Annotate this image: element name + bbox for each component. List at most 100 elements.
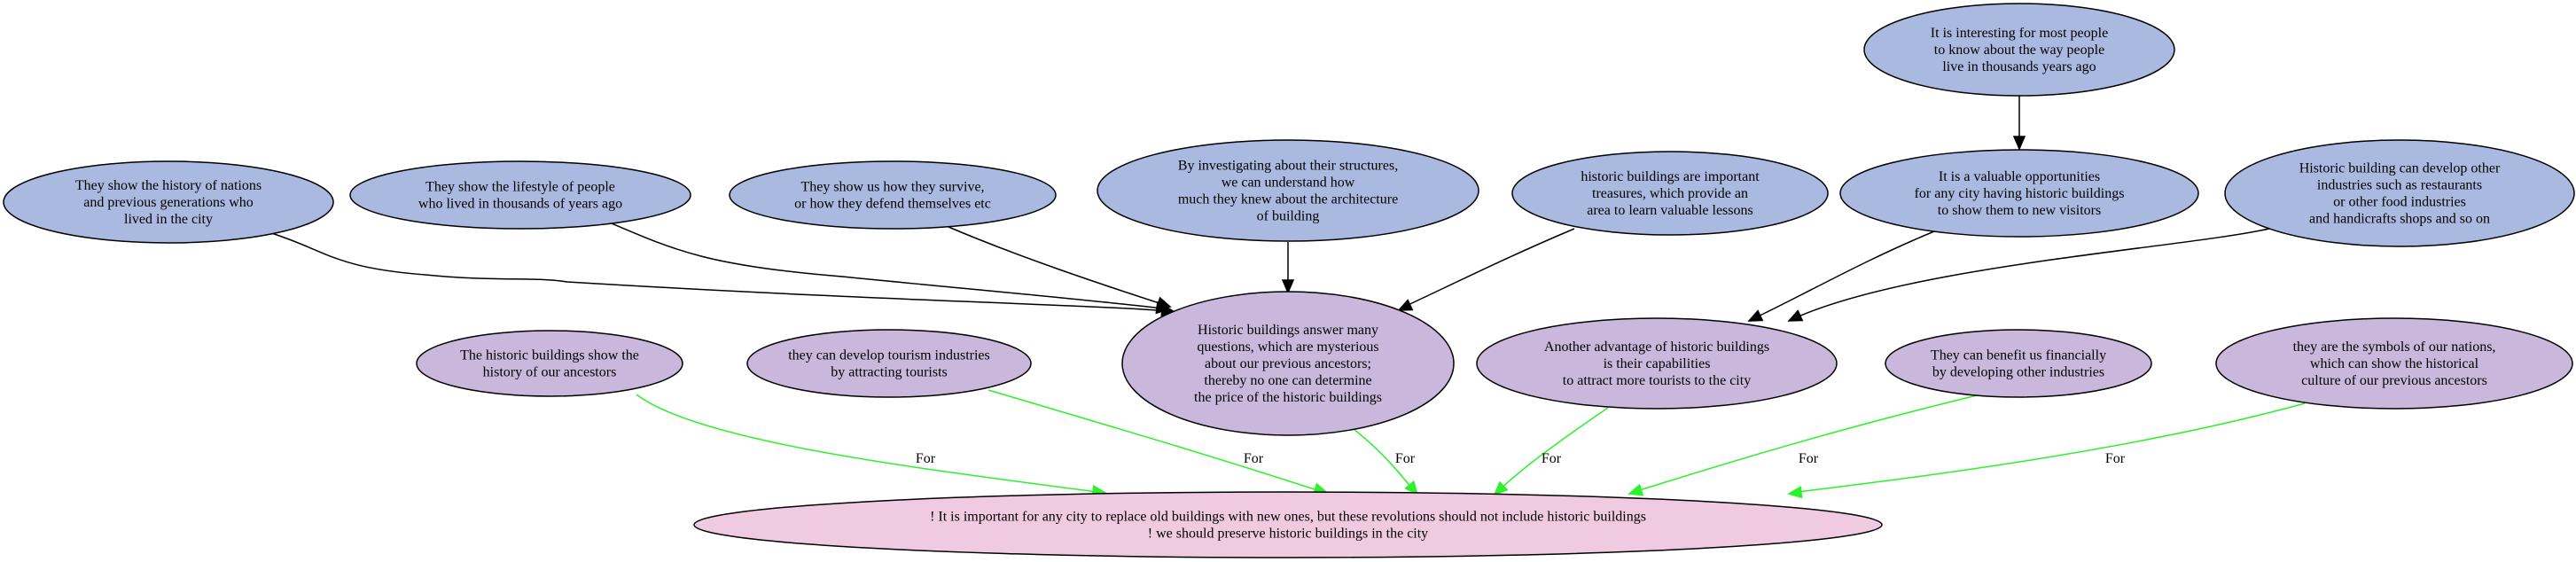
node-text-line: live in thousands years ago: [1942, 59, 2096, 74]
premise-node-shape: [3, 160, 334, 244]
argument-node-shape: [1121, 291, 1455, 436]
for-edge-benefit_financially-to-main_claim: For: [1628, 394, 1978, 496]
argument-node-shape: [2215, 317, 2573, 410]
support-edge-survive_defend-to-answer_questions: [948, 226, 1172, 309]
for-edge-symbols-to-main_claim: For: [1787, 402, 2306, 499]
node-text-line: ! It is important for any city to replac…: [930, 510, 1646, 525]
edge-line: [268, 231, 1175, 313]
node-text-line: culture of our previous ancestors: [2301, 373, 2487, 388]
node-text-line: treasures, which provide an: [1592, 186, 1748, 201]
node-text-line: by attracting tourists: [831, 365, 948, 380]
edge-label: For: [2105, 451, 2126, 466]
node-text-line: they are the symbols of our nations,: [2293, 340, 2496, 355]
for-edge-attract_tourists-to-main_claim: For: [1493, 407, 1609, 496]
node-text-line: They can benefit us financially: [1931, 348, 2106, 363]
node-text-line: thereby no one can determine: [1204, 373, 1371, 388]
edge-arrowhead: [1787, 309, 1804, 322]
support-edge-other_industries-to-attract_tourists: [1787, 228, 2270, 322]
node-text-line: area to learn valuable lessons: [1587, 203, 1752, 218]
edge-label: For: [1395, 451, 1416, 466]
node-text-line: Another advantage of historic buildings: [1544, 340, 1769, 355]
argument-node-shape: [1885, 329, 2152, 398]
nodes-layer: They show the history of nations and prev…: [3, 3, 2575, 558]
edge-arrowhead: [1628, 483, 1644, 496]
edge-line: [1630, 394, 1978, 494]
argument-node-shape: [746, 329, 1032, 398]
argument-node-shape: [1476, 317, 1838, 410]
node-text-line: who lived in thousands of years ago: [418, 197, 622, 212]
edge-arrowhead: [1281, 279, 1295, 294]
node-text-line: by developing other industries: [1932, 365, 2104, 380]
edge-arrowhead: [1747, 309, 1764, 322]
premise-node-shape: [1863, 3, 2175, 97]
premise-node-shape: [2224, 139, 2575, 247]
node-text-line: questions, which are mysterious: [1197, 340, 1378, 355]
edge-line: [1495, 407, 1609, 494]
edge-arrowhead: [1404, 480, 1419, 496]
node-text-line: ! we should preserve historic buildings …: [1148, 527, 1428, 542]
node-text-line: to show them to new visitors: [1938, 203, 2101, 218]
node-text-line: The historic buildings show the: [460, 348, 639, 363]
edge-line: [1750, 230, 1935, 321]
node-text-line: It is interesting for most people: [1931, 26, 2108, 41]
node-text-line: They show the lifestyle of people: [425, 180, 615, 195]
node-text-line: and previous generations who: [83, 195, 254, 210]
node-other_industries: Historic building can develop other indus…: [2224, 139, 2575, 247]
node-text-line: industries such as restaurants: [2317, 178, 2482, 193]
support-edge-valuable_opportunities-to-attract_tourists: [1747, 230, 1935, 322]
for-edge-answer_questions-to-main_claim: For: [1353, 428, 1419, 496]
node-text-line: By investigating about their structures,: [1178, 159, 1398, 174]
claim-node-shape: [693, 491, 1883, 558]
for-edge-show_ancestors-to-main_claim: For: [636, 394, 1107, 498]
node-text-line: They show the history of nations: [75, 178, 262, 193]
support-edge-interesting-to-valuable_opportunities: [2012, 96, 2026, 151]
edge-arrowhead: [1397, 299, 1414, 311]
edge-label: For: [1244, 451, 1264, 466]
node-answer_questions: Historic buildings answer many questions,…: [1121, 291, 1455, 436]
node-treasures: historic buildings are important treasure…: [1511, 151, 1829, 236]
node-text-line: of building: [1257, 209, 1320, 224]
node-text-line: Historic building can develop other: [2299, 161, 2501, 176]
edge-line: [948, 226, 1171, 308]
edge-line: [1790, 228, 2270, 321]
node-text-line: Historic buildings answer many: [1198, 323, 1378, 338]
node-text-line: historic buildings are important: [1581, 169, 1760, 184]
argument-node-shape: [416, 330, 683, 397]
premise-node-shape: [1511, 151, 1829, 236]
edge-line: [1790, 402, 2306, 494]
node-attract_tourists: Another advantage of historic buildingsi…: [1476, 317, 1838, 410]
node-text-line: much they knew about the architecture: [1178, 192, 1398, 207]
node-text-line: we can understand how: [1222, 176, 1355, 191]
edge-line: [987, 389, 1326, 494]
edge-label: For: [916, 451, 936, 466]
node-text-line: they can develop tourism industries: [788, 348, 990, 363]
support-edge-investigating-to-answer_questions: [1281, 242, 1295, 294]
premise-node-shape: [349, 160, 691, 230]
node-history_of_nations: They show the history of nations and prev…: [3, 160, 334, 244]
edge-label: For: [1542, 451, 1562, 466]
edge-label: For: [1799, 451, 1819, 466]
node-text-line: for any city having historic buildings: [1915, 186, 2125, 201]
node-survive_defend: They show us how they survive,or how the…: [729, 160, 1057, 230]
support-edge-treasures-to-answer_questions: [1397, 228, 1575, 311]
edges-layer: For For For For For For: [268, 96, 2306, 499]
edge-line: [611, 222, 1170, 310]
node-text-line: It is a valuable opportunities: [1939, 169, 2100, 184]
node-text-line: the price of the historic buildings: [1194, 390, 1382, 405]
premise-node-shape: [729, 160, 1057, 230]
node-text-line: about our previous ancestors;: [1205, 356, 1371, 371]
node-text-line: is their capabilities: [1604, 356, 1711, 371]
node-text-line: which can show the historical: [2310, 356, 2479, 371]
edge-arrowhead: [1493, 480, 1509, 496]
edge-arrowhead: [1787, 486, 1803, 499]
support-edge-history_of_nations-to-answer_questions: [268, 231, 1176, 316]
node-text-line: to attract more tourists to the city: [1563, 373, 1751, 388]
support-edge-lifestyle-to-answer_questions: [611, 222, 1171, 315]
node-main_claim: ! It is important for any city to replac…: [693, 491, 1883, 558]
node-benefit_financially: They can benefit us financially by develo…: [1885, 329, 2152, 398]
edge-line: [636, 394, 1105, 494]
node-symbols: they are the symbols of our nations,whic…: [2215, 317, 2573, 410]
